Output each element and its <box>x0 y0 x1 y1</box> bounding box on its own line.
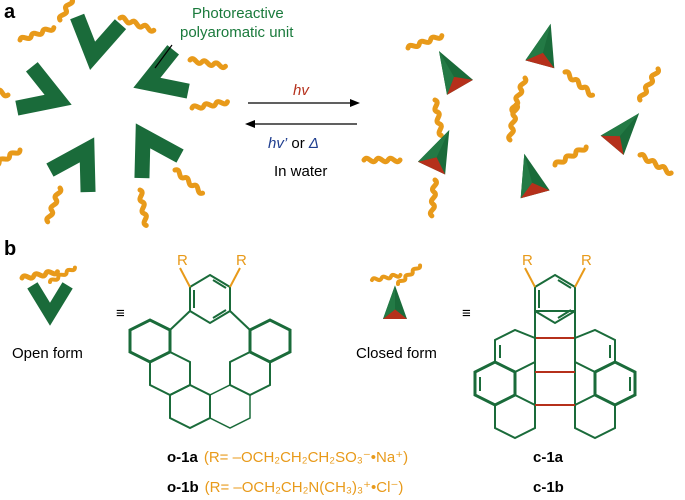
open-form-structure <box>128 267 292 430</box>
reverse-condition: hv’ or Δ <box>268 135 319 152</box>
unit-leader-line <box>154 44 173 69</box>
compound-c1a: c-1a <box>533 449 564 466</box>
unit-label-line1: Photoreactive <box>192 5 284 22</box>
r-label-closed-left: R <box>522 252 533 269</box>
closed-form-label: Closed form <box>356 345 437 362</box>
r-label-left: R <box>177 252 188 269</box>
compound-o1a: o-1a(R= –OCH₂CH₂CH₂SO₃⁻•Na⁺) <box>167 449 408 466</box>
closed-form-structure <box>473 267 637 440</box>
panel-b-letter: b <box>4 238 16 260</box>
r-label-closed-right: R <box>581 252 592 269</box>
open-form-label: Open form <box>12 345 83 362</box>
open-form-icon <box>22 266 76 314</box>
compound-o1b: o-1b(R= –OCH₂CH₂N(CH₃)₃⁺•Cl⁻) <box>167 479 403 496</box>
medium-label: In water <box>274 163 327 180</box>
closed-form-dispersed <box>364 19 672 216</box>
equiv-symbol-closed: ≡ <box>462 305 471 322</box>
forward-condition: hv <box>293 82 310 99</box>
unit-label-line2: polyaromatic unit <box>180 24 294 41</box>
compound-c1b: c-1b <box>533 479 564 496</box>
r-label-right: R <box>236 252 247 269</box>
closed-form-icon <box>372 264 421 319</box>
reaction-arrows <box>245 99 360 128</box>
panel-a-letter: a <box>4 1 16 23</box>
equiv-symbol-open: ≡ <box>116 305 125 322</box>
